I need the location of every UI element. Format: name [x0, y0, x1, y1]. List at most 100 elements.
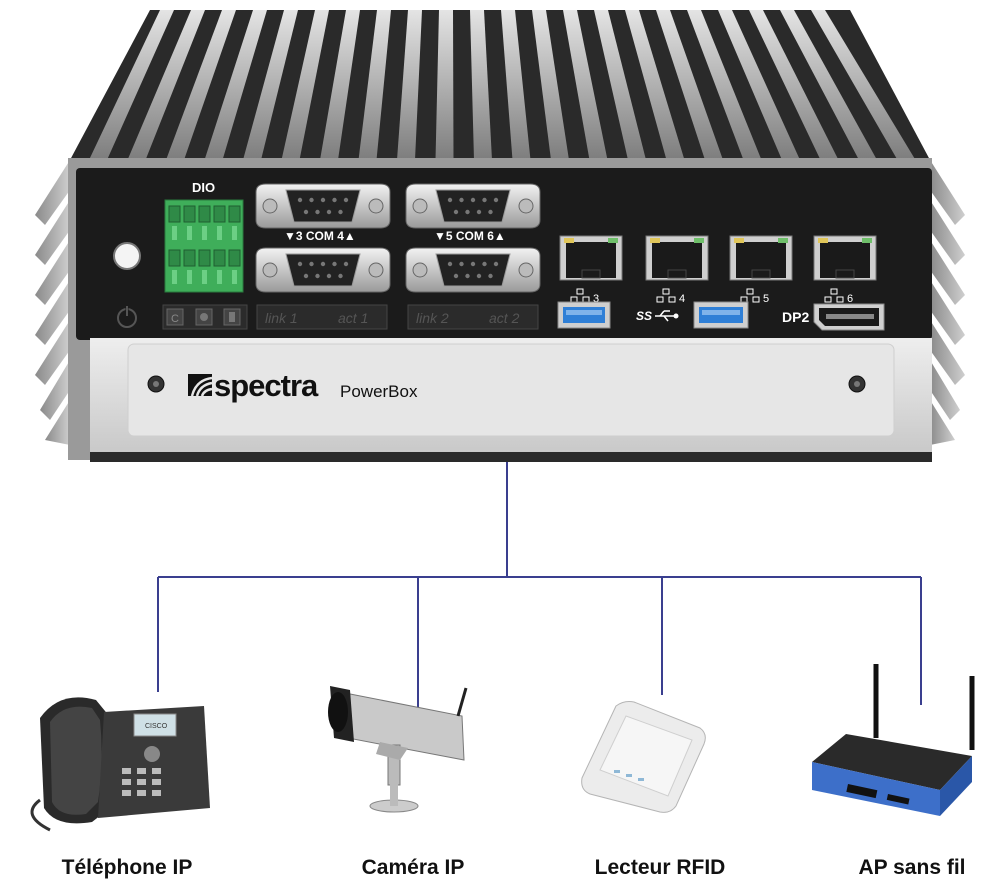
dio-screw: [187, 270, 192, 284]
svg-text:CISCO: CISCO: [145, 723, 168, 730]
dio-pin: [213, 205, 226, 223]
fin: [718, 10, 800, 160]
fin: [625, 10, 685, 160]
usb-port-2[interactable]: [693, 301, 749, 329]
dio-screw: [232, 270, 237, 284]
network-icon: [824, 288, 844, 303]
fin: [656, 10, 723, 160]
chassis-bottom: [90, 452, 932, 462]
lan-port-number: 6: [847, 293, 853, 305]
lan-port-number: 4: [679, 293, 685, 305]
dio-pin: [168, 205, 181, 223]
dio-screw: [187, 226, 192, 240]
fin: [397, 10, 422, 160]
dio-screw: [202, 270, 207, 284]
spectra-logo-mark-icon: [188, 374, 213, 397]
fin: [532, 10, 569, 160]
caption-wireless-ap: AP sans fil: [859, 856, 966, 879]
lan-port-6[interactable]: [813, 235, 877, 281]
rfid-reader-icon: [581, 701, 706, 813]
fin: [204, 10, 267, 160]
dio-terminal-block[interactable]: [164, 199, 244, 293]
dp-label: DP2: [782, 309, 809, 325]
dio-screw: [232, 226, 237, 240]
lan-ports: 3 4 5 6: [559, 235, 877, 305]
brand-name: spectra: [214, 368, 319, 403]
fin: [127, 10, 205, 160]
caption-rfid-reader: Lecteur RFID: [595, 856, 726, 879]
lan-port-number: 5: [763, 293, 769, 305]
dio-pin: [198, 205, 211, 223]
fin: [594, 10, 646, 160]
led-link1: link 1: [265, 310, 298, 326]
heatsink-fins: [89, 10, 916, 160]
fin: [470, 10, 492, 160]
wireless-ap-icon: [812, 664, 975, 816]
fin: [435, 10, 454, 160]
fin: [811, 10, 916, 160]
fin: [320, 10, 360, 160]
ss-label: SS: [636, 309, 652, 323]
caption-ip-phone: Téléphone IP: [62, 856, 193, 879]
dio-pin: [198, 249, 211, 267]
power-icon: [117, 305, 137, 328]
status-icons: C: [162, 304, 248, 330]
brand-model: PowerBox: [340, 382, 418, 401]
led-act2: act 2: [489, 310, 520, 326]
screw-right: [848, 375, 866, 393]
com-port-group-left: ▼3 COM 4▲: [255, 183, 391, 293]
fin: [166, 10, 236, 160]
lan-port-number: 3: [593, 293, 599, 305]
power-button[interactable]: [113, 242, 141, 270]
com-port-3[interactable]: [255, 183, 391, 229]
dio-screw: [172, 226, 177, 240]
dio-screw: [172, 270, 177, 284]
dio-pin: [183, 205, 196, 223]
usb-port-1[interactable]: [557, 301, 611, 329]
fin: [749, 10, 839, 160]
network-connections: [157, 462, 922, 715]
side-fins-left: [35, 160, 70, 445]
com-port-4[interactable]: [255, 247, 391, 293]
com-label-right: ▼5 COM 6▲: [434, 229, 506, 243]
led-link2: link 2: [416, 310, 449, 326]
lan-port-4[interactable]: [645, 235, 709, 281]
ip-camera-icon: [328, 686, 468, 813]
fin: [687, 10, 762, 160]
led-act1: act 1: [338, 310, 368, 326]
fin: [281, 10, 329, 160]
led-strip-right: link 2 act 2: [407, 304, 539, 330]
com-label-left: ▼3 COM 4▲: [284, 229, 356, 243]
led-strip-left: link 1 act 1: [256, 304, 388, 330]
dio-screw: [217, 226, 222, 240]
front-panel-inset: [127, 343, 895, 437]
side-fins-right: [930, 160, 965, 445]
screw-left: [147, 375, 165, 393]
dio-screw: [217, 270, 222, 284]
dio-pins: [168, 205, 241, 284]
network-icon: [656, 288, 676, 303]
caption-ip-camera: Caméra IP: [362, 856, 465, 879]
brand-logo: spectra PowerBox: [188, 368, 418, 403]
dio-pin: [168, 249, 181, 267]
fin: [358, 10, 391, 160]
dio-pin: [213, 249, 226, 267]
fin: [243, 10, 298, 160]
lan-port-5[interactable]: [729, 235, 793, 281]
com-port-6[interactable]: [405, 247, 541, 293]
usb3-icon: SS: [636, 309, 679, 323]
com-port-5[interactable]: [405, 183, 541, 229]
dio-screw: [202, 226, 207, 240]
com-port-group-right: ▼5 COM 6▲: [405, 183, 541, 293]
fin: [780, 10, 877, 160]
embedded-pc: DIO C ▼3 COM 4▲ ▼5 COM 6▲: [35, 10, 965, 462]
dio-label: DIO: [192, 180, 215, 195]
svg-text:C: C: [171, 313, 179, 325]
lan-port-3[interactable]: [559, 235, 623, 281]
dio-pin: [228, 249, 241, 267]
dio-pin: [183, 249, 196, 267]
displayport[interactable]: [813, 303, 885, 331]
fin: [563, 10, 608, 160]
dio-pin: [228, 205, 241, 223]
